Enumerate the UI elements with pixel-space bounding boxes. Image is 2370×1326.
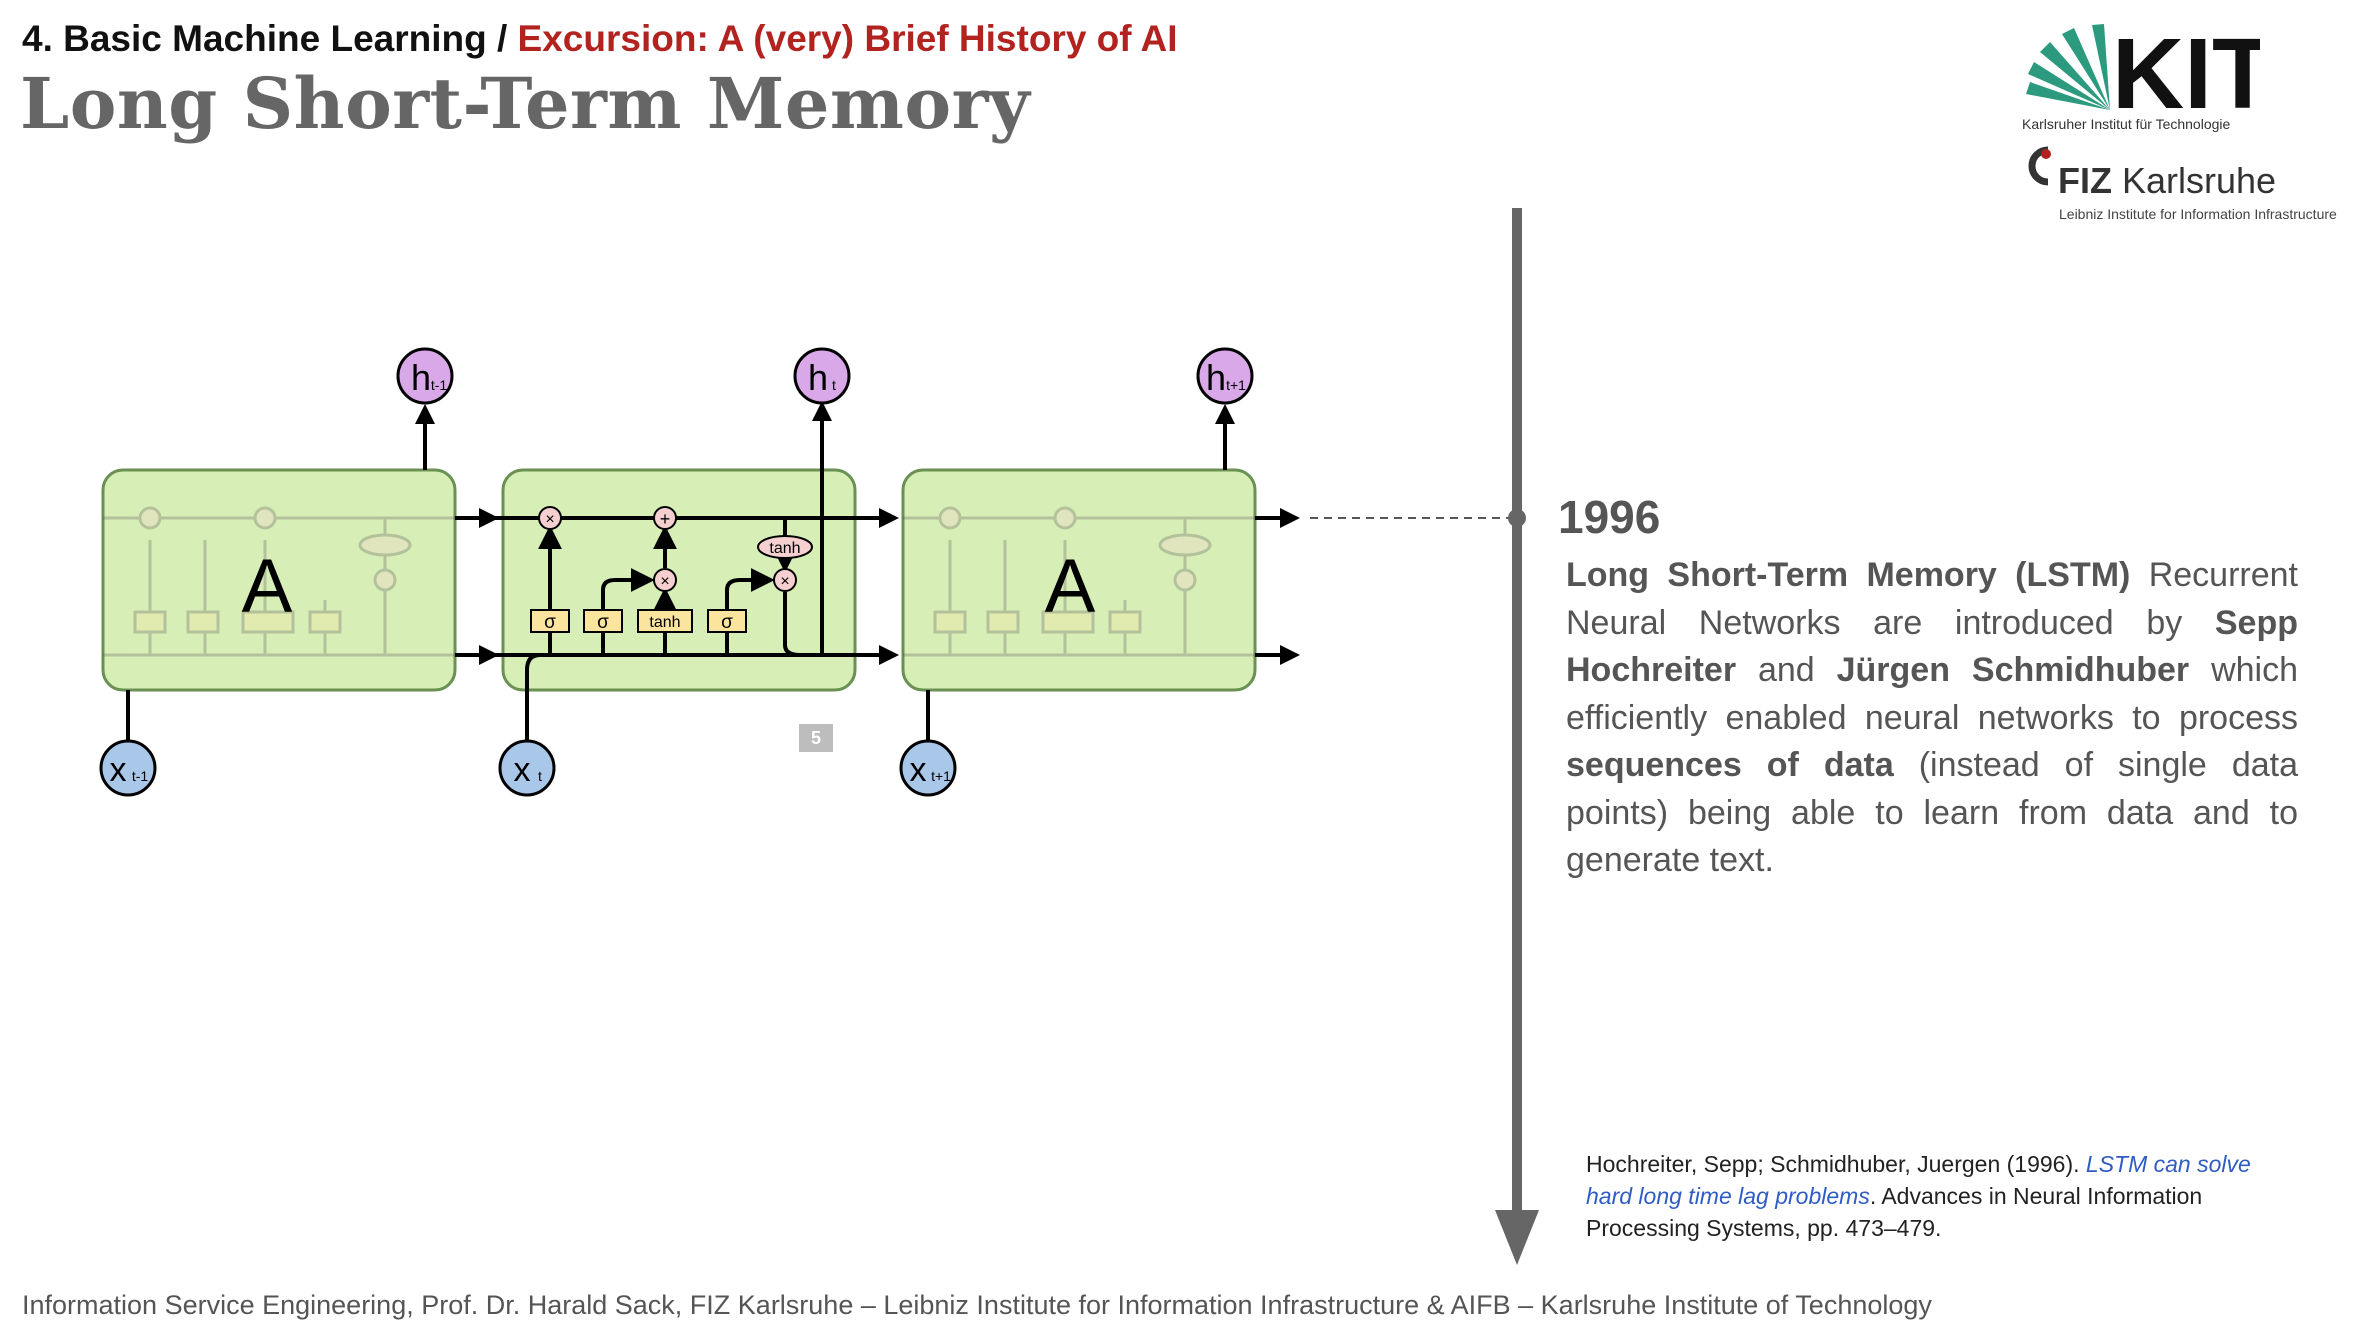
description-part: Sepp Hochreiter xyxy=(1566,603,2298,690)
gate-output: σ xyxy=(721,612,733,633)
timeline-description: Long Short-Term Memory (LSTM) Recurrent … xyxy=(1566,552,2298,885)
cell-label: A xyxy=(242,544,293,629)
description-part: (instead of single data points) being ab… xyxy=(1566,746,2298,879)
timeline xyxy=(1310,208,1539,1265)
fiz-karlsruhe: Karlsruhe xyxy=(2111,160,2277,201)
description-part: Long Short-Term Memory (LSTM) xyxy=(1566,556,2131,594)
x-node-label: x xyxy=(514,751,531,789)
description-part: sequences of data xyxy=(1566,746,1894,784)
lstm-cell-previous: A xyxy=(101,468,457,692)
lstm-cell-current: × + × tanh × σ σ tanh σ xyxy=(455,401,899,770)
op-add: + xyxy=(660,509,671,529)
breadcrumb-sub: Excursion: A (very) Brief History of AI xyxy=(517,18,1178,59)
reference-link[interactable]: LSTM can solve hard long time lag proble… xyxy=(1586,1151,2251,1209)
reference-authors: Hochreiter, Sepp; Schmidhuber, Juergen (… xyxy=(1586,1151,2086,1177)
description-part: and xyxy=(1736,651,1837,689)
h-node-label: h xyxy=(411,357,431,398)
reference-rest: . Advances in Neural Information Process… xyxy=(1586,1183,2203,1241)
description-part: Jürgen Schmidhuber xyxy=(1836,651,2190,689)
fiz-name: FIZ Karlsruhe xyxy=(2058,160,2276,202)
kit-logo: KIT xyxy=(2026,22,2260,114)
kit-subtitle: Karlsruher Institut für Technologie xyxy=(2022,116,2231,132)
page-title: Long Short-Term Memory xyxy=(20,62,1031,145)
gate-candidate: tanh xyxy=(649,614,680,631)
gate-forget: σ xyxy=(544,612,556,633)
breadcrumb-main: 4. Basic Machine Learning / xyxy=(22,18,518,59)
fiz-subtitle: Leibniz Institute for Information Infras… xyxy=(2059,206,2337,222)
h-node-sub: t-1 xyxy=(431,377,448,393)
fiz-logo-icon xyxy=(2028,146,2051,186)
fiz-bold: FIZ xyxy=(2058,160,2112,201)
op-tanh: tanh xyxy=(769,540,800,557)
description-part: which efficiently enabled neural network… xyxy=(1566,651,2298,737)
x-node-sub: t-1 xyxy=(132,768,149,784)
h-nodes: h t-1 h t h t+1 xyxy=(396,347,1254,405)
x-node-label: x xyxy=(110,751,127,789)
h-node-label: h xyxy=(1206,357,1226,398)
cell-label: A xyxy=(1045,544,1096,629)
h-node-label: h xyxy=(808,357,828,398)
footer: Information Service Engineering, Prof. D… xyxy=(22,1290,1932,1320)
description-part: Recurrent Neural Networks are introduced… xyxy=(1566,556,2298,642)
x-node-sub: t+1 xyxy=(931,768,951,784)
op-multiply: × xyxy=(545,511,554,528)
gate-input: σ xyxy=(597,612,609,633)
kit-logo-text: KIT xyxy=(2112,22,2260,114)
op-multiply: × xyxy=(780,573,789,590)
breadcrumb: 4. Basic Machine Learning / Excursion: A… xyxy=(22,18,1178,60)
x-node-sub: t xyxy=(538,768,542,784)
op-multiply: × xyxy=(660,573,669,590)
reference: Hochreiter, Sepp; Schmidhuber, Juergen (… xyxy=(1586,1148,2286,1244)
x-node-label: x xyxy=(910,751,927,789)
x-nodes: x t-1 x t x t+1 xyxy=(99,739,957,797)
timeline-year: 1996 xyxy=(1558,491,1661,543)
lstm-cell-next: A xyxy=(901,468,1257,692)
slide-number-badge: 5 xyxy=(799,724,833,752)
h-node-sub: t xyxy=(832,377,836,393)
h-node-sub: t+1 xyxy=(1226,377,1246,393)
